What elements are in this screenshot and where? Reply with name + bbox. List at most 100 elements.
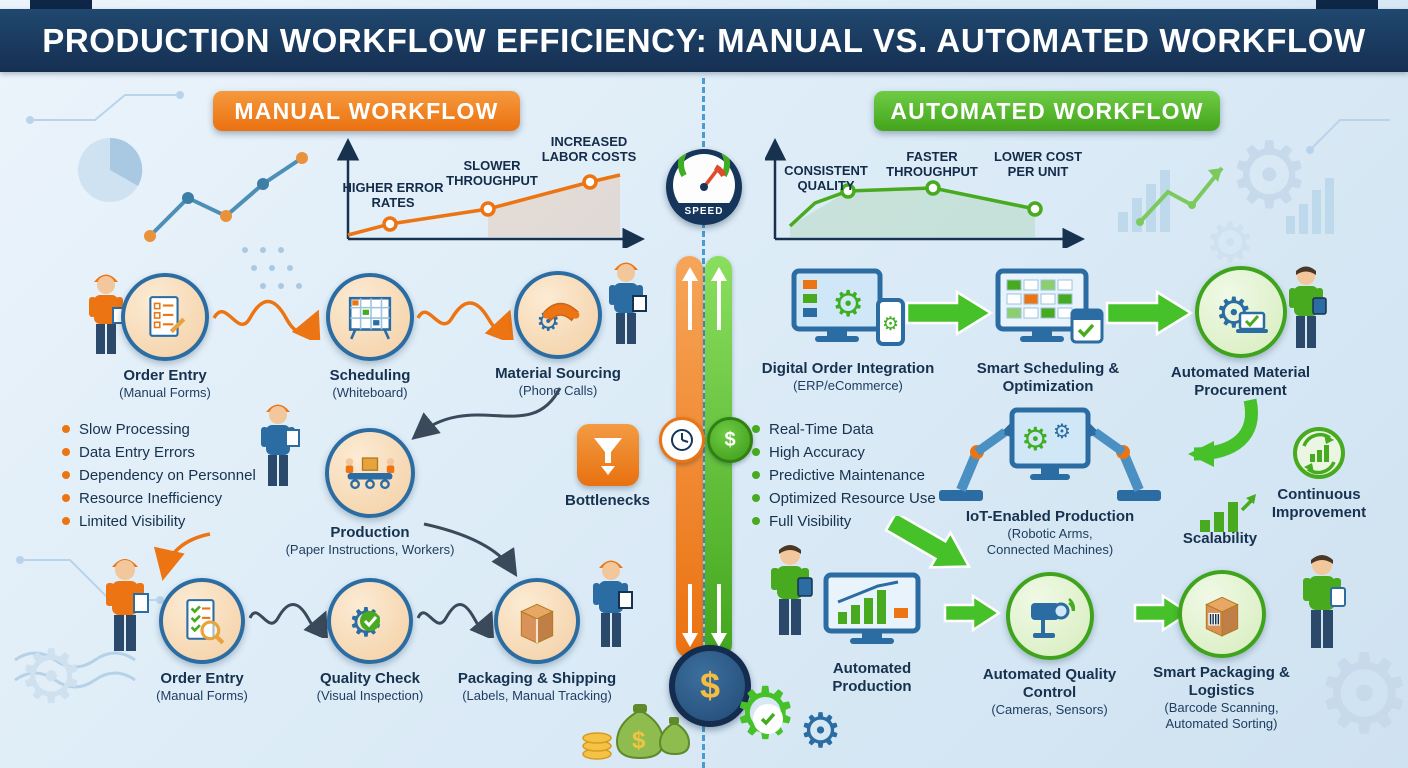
gear-glyph: ⚙: [1021, 421, 1050, 457]
manual-step-material-sourcing: ⚙ Material Sourcing (Phone Calls): [478, 271, 638, 399]
scalability-label: Scalability: [1182, 530, 1258, 547]
manual-chart-label-error-rates: HIGHER ERROR RATES: [342, 180, 444, 211]
drawback-text: Dependency on Personnel: [79, 466, 256, 484]
worker-figure: [106, 559, 149, 651]
step-title: Automated Material Procurement: [1170, 364, 1311, 399]
bullet-dot: [752, 494, 760, 502]
bullet-dot: [62, 425, 70, 433]
manual-step-scheduling: Scheduling (Whiteboard): [295, 273, 445, 401]
check-badge-icon: [753, 704, 783, 734]
step-subtitle: (Visual Inspection): [316, 688, 424, 703]
continuous-improvement-icon: [1290, 424, 1348, 487]
green-block-arrow: [943, 593, 1002, 633]
decorative-gear-icon: ⚙: [18, 635, 85, 718]
green-block-arrow: [905, 289, 994, 337]
step-title: Scheduling: [329, 367, 411, 384]
bullet-dot: [62, 471, 70, 479]
dollar-badge-icon: $: [707, 417, 753, 463]
benefit-text: Real-Time Data: [769, 420, 874, 438]
manual-flow-arrow: [416, 301, 515, 340]
step-subtitle: (Barcode Scanning, Automated Sorting): [1164, 700, 1279, 731]
step-title: Automated Quality Control: [982, 666, 1117, 701]
step-subtitle: (Cameras, Sensors): [991, 702, 1108, 717]
automated-workflow-badge: AUTOMATED WORKFLOW: [874, 91, 1220, 131]
dollar-glyph: $: [699, 665, 721, 706]
manual-step-packaging-shipping: Packaging & Shipping (Labels, Manual Tra…: [452, 578, 622, 704]
dollar-glyph: $: [724, 428, 736, 451]
bullet-dot: [752, 471, 760, 479]
step-subtitle: (Manual Forms): [119, 385, 211, 400]
step-title: Quality Check: [319, 670, 421, 687]
up-arrow-icon: [682, 267, 698, 330]
drawback-text: Slow Processing: [79, 420, 190, 438]
header-corner-tab-left: [30, 0, 92, 10]
step-title: Order Entry: [160, 670, 244, 687]
decorative-gear-icon: ⚙: [1228, 125, 1311, 227]
automated-trend-chart: [765, 138, 1085, 248]
page-title: PRODUCTION WORKFLOW EFFICIENCY: MANUAL V…: [42, 21, 1366, 59]
manual-chart-label-labor-costs: INCREASED LABOR COSTS: [541, 134, 637, 165]
worker-figure: [593, 560, 633, 647]
bullet-dot: [62, 517, 70, 525]
auto-step-digital-order: ⚙ ⚙ Digital Order Integration (ERP/eComm…: [758, 268, 938, 394]
auto-step-quality-control: Automated Quality Control (Cameras, Sens…: [967, 572, 1132, 718]
worker-figure: [261, 404, 300, 486]
bottleneck-label: Bottlenecks: [564, 492, 651, 509]
auto-chart-label-cost: LOWER COST PER UNIT: [993, 149, 1083, 180]
clock-badge-icon: [659, 417, 705, 463]
manual-flow-arrow: [423, 522, 518, 578]
decorative-line-chart: [144, 152, 308, 242]
bullet-dot: [62, 448, 70, 456]
iot-production-caption: IoT-Enabled Production (Robotic Arms, Co…: [955, 508, 1145, 558]
list-item: Data Entry Errors: [62, 444, 256, 461]
step-subtitle: (ERP/eCommerce): [793, 378, 903, 393]
worker-figure: [771, 545, 813, 635]
manual-step-order-entry-2: Order Entry (Manual Forms): [127, 578, 277, 704]
checklist-magnifier-icon: [159, 578, 245, 664]
auto-chart-label-quality: CONSISTENT QUALITY: [784, 163, 868, 194]
conveyor-icon: [325, 428, 415, 518]
gear-glyph: ⚙: [882, 314, 899, 335]
automated-benefits-list: Real-Time Data High Accuracy Predictive …: [752, 420, 936, 530]
gear-glyph: ⚙: [832, 283, 864, 324]
auto-step-smart-packaging: Smart Packaging & Logistics (Barcode Sca…: [1139, 570, 1304, 731]
whiteboard-icon: [326, 273, 414, 361]
step-title: Digital Order Integration: [761, 360, 935, 377]
decorative-green-trend: [1136, 166, 1224, 226]
drawback-text: Resource Inefficiency: [79, 489, 223, 507]
step-subtitle: (Robotic Arms, Connected Machines): [986, 526, 1114, 558]
gear-check-cluster: ⚙ ⚙: [733, 678, 853, 768]
manual-trend-chart: [336, 138, 645, 248]
list-item: Predictive Maintenance: [752, 467, 936, 484]
list-item: Real-Time Data: [752, 420, 936, 438]
speed-gauge-icon: SPEED: [666, 149, 742, 225]
step-title: Smart Scheduling & Optimization: [976, 360, 1120, 395]
manual-flow-arrow: [212, 299, 321, 340]
down-arrow-icon: [682, 584, 698, 647]
decorative-gear-icon: ⚙: [1205, 211, 1256, 274]
bullet-dot: [752, 517, 760, 525]
schedule-monitor-icon: [988, 268, 1108, 354]
list-item: Full Visibility: [752, 513, 936, 530]
step-title: IoT-Enabled Production: [965, 508, 1135, 525]
benefit-text: Optimized Resource Use: [769, 489, 936, 507]
down-arrow-icon: [711, 584, 727, 647]
step-subtitle: (Paper Instructions, Workers): [285, 542, 455, 557]
benefit-text: High Accuracy: [769, 443, 865, 461]
scalability-icon: [1196, 490, 1260, 539]
manual-flow-arrow: [248, 603, 329, 638]
green-block-arrow: [1133, 593, 1192, 633]
paper-form-icon: [121, 273, 209, 361]
list-item: High Accuracy: [752, 443, 936, 461]
auto-chart-label-throughput: FASTER THROUGHPUT: [886, 149, 978, 180]
header-corner-tab-right: [1316, 0, 1378, 10]
manual-step-quality-check: ⚙ Quality Check (Visual Inspection): [290, 578, 450, 704]
worker-figure: [1289, 266, 1327, 348]
list-item: Resource Inefficiency: [62, 489, 256, 507]
manual-chart-label-throughput: SLOWER THROUGHPUT: [446, 158, 538, 189]
list-item: Limited Visibility: [62, 513, 256, 530]
bullet-dot: [62, 494, 70, 502]
auto-step-material-procurement: ⚙ Automated Material Procurement: [1158, 266, 1323, 400]
